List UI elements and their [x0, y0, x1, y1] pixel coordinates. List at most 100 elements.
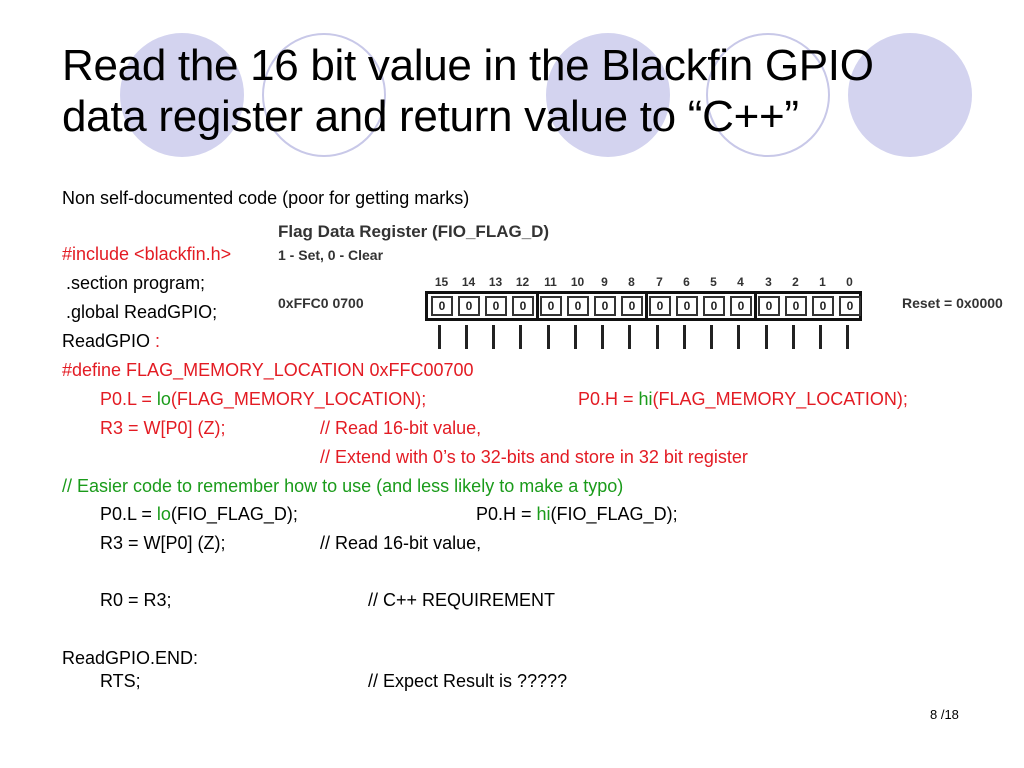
bit-number: 6: [683, 275, 690, 289]
decor-circle: [706, 33, 830, 157]
bit-cell: 0: [730, 296, 752, 316]
p0h-arg: (FLAG_MEMORY_LOCATION);: [652, 389, 908, 409]
decorative-circles: [0, 0, 1024, 200]
nibble-divider: [536, 294, 539, 318]
bit-tick: [547, 325, 550, 349]
p0l-arg: (FLAG_MEMORY_LOCATION);: [170, 389, 427, 409]
code-line-include: #include <blackfin.h>: [62, 244, 232, 264]
bit-number: 12: [515, 275, 530, 289]
bit-number: 7: [656, 275, 663, 289]
bit-tick: [574, 325, 577, 349]
bit-cell: 0: [812, 296, 834, 316]
bit-number: 13: [488, 275, 503, 289]
code-line-p0-flag-memory: P0.L = lo(FLAG_MEMORY_LOCATION); P0.H = …: [100, 388, 980, 410]
bit-tick: [601, 325, 604, 349]
bit-cell: 0: [839, 296, 861, 316]
nibble-divider: [754, 294, 757, 318]
code-line-rts: RTS; // Expect Result is ?????: [100, 670, 980, 692]
read-statement: R3 = W[P0] (Z);: [100, 533, 226, 553]
p0h-fio-prefix: P0.H =: [476, 504, 537, 524]
p0l-prefix: P0.L =: [100, 389, 157, 409]
p0h-statement: P0.H = hi(FLAG_MEMORY_LOCATION);: [578, 388, 908, 410]
code-line-easier-comment: // Easier code to remember how to use (a…: [62, 476, 624, 496]
label-colon: :: [150, 331, 161, 351]
bit-tick: [438, 325, 441, 349]
bit-tick: [465, 325, 468, 349]
register-reset-value: Reset = 0x0000: [902, 295, 1003, 311]
rts-statement: RTS;: [100, 671, 141, 691]
bit-tick: [710, 325, 713, 349]
bit-tick: [519, 325, 522, 349]
bit-number: 5: [710, 275, 717, 289]
bit-number: 14: [461, 275, 476, 289]
page-number: 8 /18: [930, 707, 959, 722]
read-comment: // Read 16-bit value,: [320, 533, 482, 553]
bit-number: 3: [765, 275, 772, 289]
label-name: ReadGPIO: [62, 331, 151, 351]
decor-circle: [848, 33, 972, 157]
code-line-label: ReadGPIO :: [62, 330, 160, 352]
lo-macro: lo: [156, 389, 171, 409]
hi-macro: hi: [536, 504, 551, 524]
bit-number: 9: [601, 275, 608, 289]
bit-tick: [683, 325, 686, 349]
decor-circle: [546, 33, 670, 157]
bit-number: 4: [737, 275, 744, 289]
p0l-fio-arg: (FIO_FLAG_D);: [170, 504, 298, 524]
code-line-define: #define FLAG_MEMORY_LOCATION 0xFFC00700: [62, 360, 474, 380]
bit-cell: 0: [649, 296, 671, 316]
bit-number: 2: [792, 275, 799, 289]
register-subtitle: 1 - Set, 0 - Clear: [278, 247, 384, 263]
bit-number: 8: [628, 275, 635, 289]
bit-number: 11: [544, 275, 557, 289]
bit-tick: [819, 325, 822, 349]
p0l-fio-statement: P0.L = lo(FIO_FLAG_D);: [100, 503, 298, 525]
code-line-return-value: R0 = R3; // C++ REQUIREMENT: [100, 589, 980, 611]
code-line-global: .global ReadGPIO;: [66, 302, 218, 322]
p0l-fio-prefix: P0.L =: [100, 504, 157, 524]
bit-tick: [737, 325, 740, 349]
slide-title: Read the 16 bit value in the Blackfin GP…: [62, 40, 982, 142]
read-statement: R3 = W[P0] (Z);: [100, 418, 226, 438]
p0h-fio-statement: P0.H = hi(FIO_FLAG_D);: [476, 503, 678, 525]
code-line-extend-comment: // Extend with 0’s to 32-bits and store …: [320, 447, 748, 467]
lo-macro: lo: [156, 504, 171, 524]
p0h-fio-arg: (FIO_FLAG_D);: [550, 504, 678, 524]
cpp-requirement-comment: // C++ REQUIREMENT: [368, 590, 556, 610]
register-title: Flag Data Register (FIO_FLAG_D): [278, 222, 550, 241]
expect-result-comment: // Expect Result is ?????: [368, 671, 568, 691]
bit-tick: [656, 325, 659, 349]
slide-title-line-2: data register and return value to “C++”: [62, 92, 799, 141]
bit-cell: 0: [621, 296, 643, 316]
slide-title-line-1: Read the 16 bit value in the Blackfin GP…: [62, 41, 874, 90]
decor-circle: [120, 33, 244, 157]
register-diagram: Flag Data Register (FIO_FLAG_D) 1 - Set,…: [270, 218, 1024, 358]
p0l-statement: P0.L = lo(FLAG_MEMORY_LOCATION);: [100, 388, 426, 410]
bit-tick: [492, 325, 495, 349]
code-line-end-label: ReadGPIO.END:: [62, 648, 199, 668]
bit-cell: 0: [703, 296, 725, 316]
bit-cell: 0: [540, 296, 562, 316]
code-line-p0-fio: P0.L = lo(FIO_FLAG_D); P0.H = hi(FIO_FLA…: [100, 503, 980, 525]
bit-tick: [765, 325, 768, 349]
bit-cell: 0: [785, 296, 807, 316]
bit-cell: 0: [485, 296, 507, 316]
code-line-read-1: R3 = W[P0] (Z); // Read 16-bit value,: [100, 417, 980, 439]
nibble-divider: [645, 294, 648, 318]
bit-cell: 0: [431, 296, 453, 316]
bit-cell: 0: [458, 296, 480, 316]
code-line-1: Non self-documented code (poor for getti…: [62, 188, 470, 208]
bit-tick: [846, 325, 849, 349]
bit-number: 10: [570, 275, 585, 289]
code-line-read-2: R3 = W[P0] (Z); // Read 16-bit value,: [100, 532, 980, 554]
bit-cell: 0: [512, 296, 534, 316]
bit-cell: 0: [594, 296, 616, 316]
bit-cell: 0: [758, 296, 780, 316]
bit-number: 0: [846, 275, 853, 289]
bit-tick: [628, 325, 631, 349]
bit-cell: 0: [567, 296, 589, 316]
hi-macro: hi: [638, 389, 653, 409]
bit-cell: 0: [676, 296, 698, 316]
